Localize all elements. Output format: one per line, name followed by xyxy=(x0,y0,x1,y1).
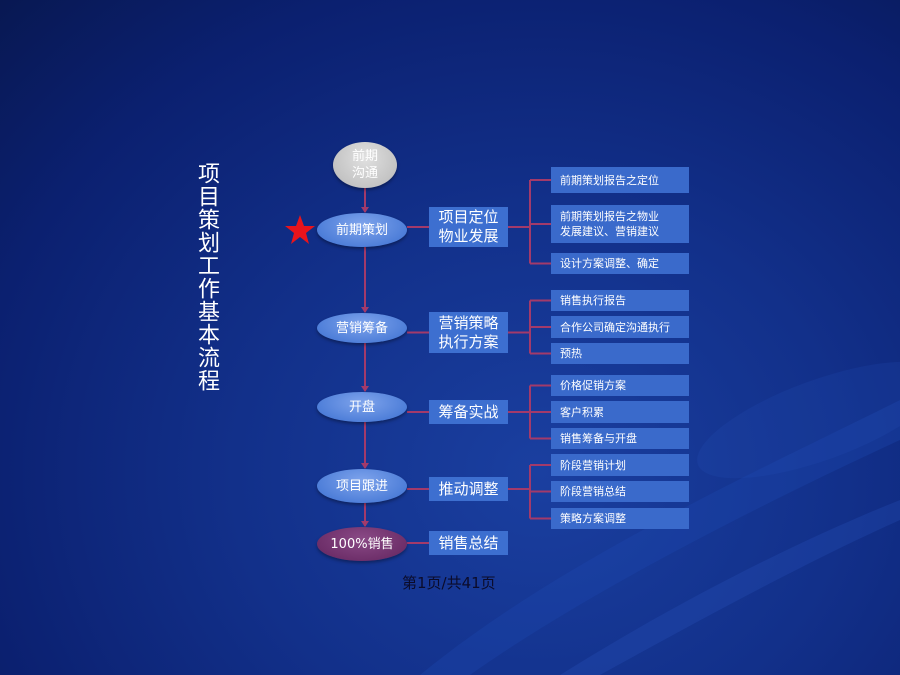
stage-node: 开盘 xyxy=(317,392,407,422)
task-item: 客户积累 xyxy=(551,401,689,423)
flow-arrowhead xyxy=(361,307,369,313)
task-item: 前期策划报告之定位 xyxy=(551,167,689,193)
stage-node: 营销筹备 xyxy=(317,313,407,343)
phase-box: 推动调整 xyxy=(429,477,508,501)
phase-box: 营销策略 执行方案 xyxy=(429,312,508,353)
flow-arrowhead xyxy=(361,463,369,469)
stage-node: 项目跟进 xyxy=(317,469,407,503)
stage-node: 前期 沟通 xyxy=(333,142,397,188)
phase-box: 筹备实战 xyxy=(429,400,508,424)
task-item: 销售执行报告 xyxy=(551,290,689,311)
star-icon xyxy=(285,215,315,244)
phase-box: 项目定位 物业发展 xyxy=(429,207,508,247)
phase-box: 销售总结 xyxy=(429,531,508,555)
task-item: 合作公司确定沟通执行 xyxy=(551,316,689,338)
diagram-title: 项目策划工作基本流程 xyxy=(194,162,219,392)
task-item: 阶段营销总结 xyxy=(551,481,689,502)
task-item: 销售筹备与开盘 xyxy=(551,428,689,449)
task-item: 前期策划报告之物业 发展建议、营销建议 xyxy=(551,205,689,243)
task-item: 价格促销方案 xyxy=(551,375,689,396)
flow-arrowhead xyxy=(361,521,369,527)
page-indicator: 第1页/共41页 xyxy=(402,574,496,592)
task-item: 设计方案调整、确定 xyxy=(551,253,689,274)
stage-node: 100%销售 xyxy=(317,527,407,561)
flow-arrowhead xyxy=(361,207,369,213)
task-item: 策略方案调整 xyxy=(551,508,689,529)
stage-node: 前期策划 xyxy=(317,213,407,247)
task-item: 预热 xyxy=(551,343,689,364)
flow-arrowhead xyxy=(361,386,369,392)
task-item: 阶段营销计划 xyxy=(551,454,689,476)
